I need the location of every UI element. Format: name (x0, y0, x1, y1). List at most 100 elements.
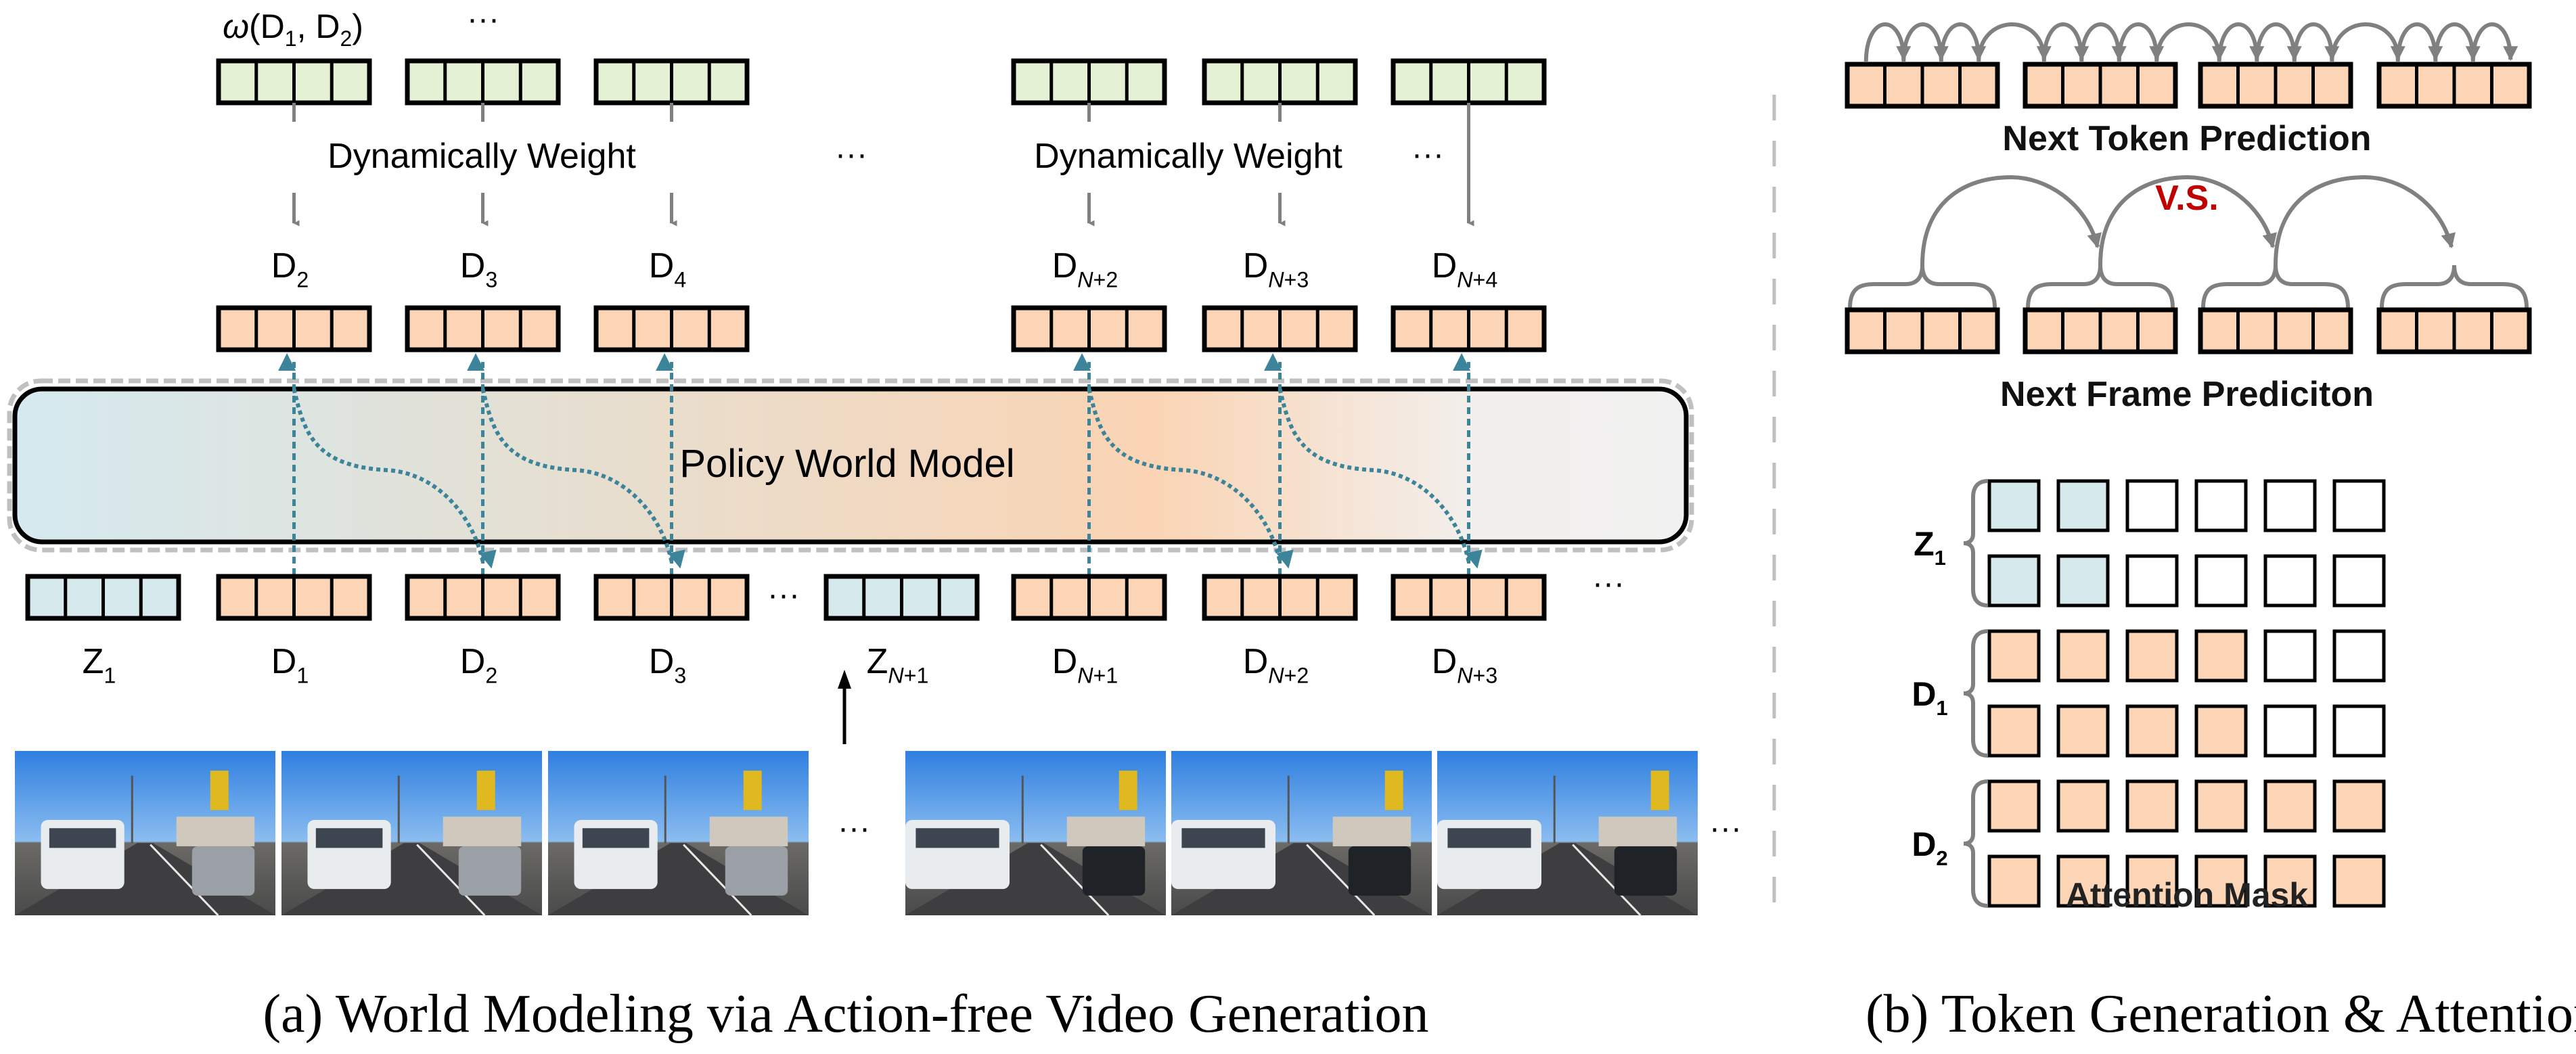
input-token-block (593, 574, 750, 621)
target-label: D4 (649, 246, 687, 292)
next-token-arc (2217, 22, 2265, 63)
weight-token-block (1011, 58, 1167, 106)
nfp-token-block (2198, 307, 2353, 354)
mask-cell (2263, 479, 2317, 532)
frame-brace (1848, 265, 1997, 308)
next-token-arc (1976, 22, 2052, 63)
mask-cell (2056, 554, 2110, 608)
target-token-block (405, 305, 561, 352)
mask-cell (1987, 704, 2041, 758)
street-sign (210, 771, 229, 810)
video-frame (548, 751, 809, 917)
mask-cell (2263, 554, 2317, 608)
van-window (916, 828, 999, 848)
mask-cell (2056, 704, 2110, 758)
input-token-block (823, 574, 980, 621)
street-sign (1384, 771, 1403, 810)
input-token-label: DN+1 (1052, 642, 1118, 688)
mask-cell (2194, 479, 2248, 532)
right-ellipsis: ··· (1411, 137, 1444, 173)
next-token-arc (1939, 22, 1987, 63)
token-ellipsis: ··· (767, 577, 800, 613)
policy-world-model-box (12, 386, 1689, 545)
road (548, 843, 809, 915)
mask-cell (2125, 479, 2179, 532)
input-token-label: D1 (271, 642, 309, 688)
video-frame (15, 751, 275, 917)
mask-cell (2125, 629, 2179, 683)
mask-cell (2194, 704, 2248, 758)
van-window (49, 828, 116, 848)
mask-cell (2125, 779, 2179, 833)
next-token-prediction-label: Next Token Prediction (2002, 119, 2371, 158)
ntp-token-block (1845, 62, 2000, 109)
target-token-block (1202, 305, 1358, 352)
attention-mask-grid (1987, 479, 2386, 908)
next-frame-prediction-row (1845, 307, 2532, 354)
next-token-arc (2154, 22, 2227, 63)
building (443, 817, 522, 846)
mask-row-label: D1 (1912, 675, 1947, 720)
caption-a: (a) World Modeling via Action-free Video… (263, 984, 1428, 1044)
nfp-token-block (2023, 307, 2178, 354)
next-token-arc (2470, 22, 2518, 63)
mask-row-brace (1963, 779, 1989, 908)
video-frames (15, 751, 1698, 917)
mask-row-brace (1963, 479, 1989, 608)
mask-cell (2125, 854, 2179, 908)
next-token-arc (2292, 22, 2340, 63)
next-token-arc (1863, 22, 1912, 63)
next-token-prediction-row (1845, 62, 2532, 109)
building (1598, 817, 1677, 846)
street-sign (1118, 771, 1137, 810)
parked-car (458, 846, 522, 896)
input-token-row (25, 574, 1547, 621)
mask-cell (2194, 629, 2248, 683)
weight-function-label: ω(D1, D2) (223, 7, 363, 51)
building (709, 817, 788, 846)
weight-token-row (216, 58, 1547, 106)
frame-brace (2026, 265, 2175, 308)
building (1332, 817, 1411, 846)
next-frame-prediction-label: Next Frame Prediciton (2000, 375, 2374, 414)
building (1066, 817, 1146, 846)
weight-ellipsis: ··· (467, 1, 499, 37)
lane-line (150, 844, 219, 917)
parked-car (725, 846, 788, 896)
attention-mask-label: Attention Mask (2066, 876, 2309, 914)
input-token-block (405, 574, 561, 621)
ntp-token-block (2198, 62, 2353, 109)
frames-ellipsis: ··· (838, 810, 870, 846)
dynamic-weight-label-2: Dynamically Weight (1034, 137, 1342, 176)
input-token-label: DN+3 (1432, 642, 1498, 688)
van-window (315, 828, 383, 848)
mask-cell (2125, 704, 2179, 758)
autoregressive-curve-arrow (292, 388, 497, 569)
video-frame (1437, 751, 1698, 917)
target-token-block (1011, 305, 1167, 352)
mid-ellipsis: ··· (835, 137, 867, 173)
next-frame-arc (1920, 175, 2102, 266)
mask-cell (1987, 554, 2041, 608)
caption-b: (b) Token Generation & Attention (1866, 984, 2576, 1044)
frame-input-arrowhead (838, 670, 851, 689)
parked-car (1082, 846, 1146, 896)
target-label: DN+2 (1052, 246, 1118, 292)
dynamic-weight-label-1: Dynamically Weight (327, 137, 636, 176)
mask-cell (2332, 854, 2386, 908)
next-frame-arc (2274, 175, 2456, 266)
weight-token-block (1391, 58, 1547, 106)
mask-cell (2194, 554, 2248, 608)
road (15, 843, 275, 915)
next-token-arc (2433, 22, 2481, 63)
mask-row-brace (1963, 629, 1989, 758)
frame-brace (2380, 265, 2529, 308)
weight-token-block (405, 58, 561, 106)
target-label: DN+4 (1432, 246, 1498, 292)
building (176, 817, 255, 846)
target-token-block (216, 305, 372, 352)
target-token-block (1391, 305, 1547, 352)
